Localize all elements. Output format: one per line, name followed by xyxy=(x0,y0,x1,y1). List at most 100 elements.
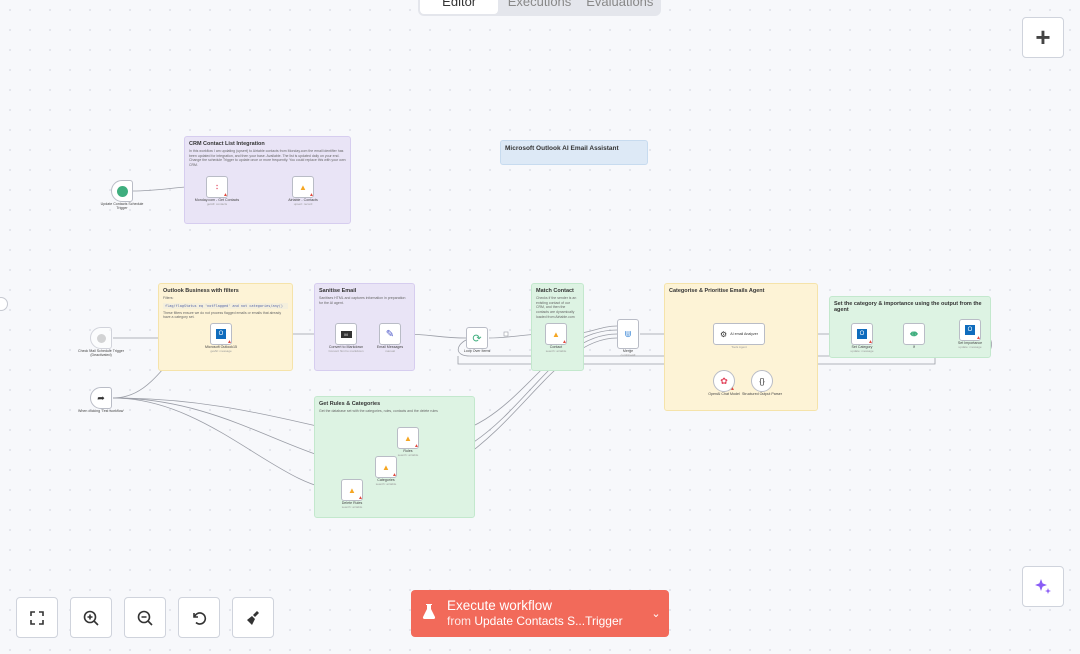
node-subtitle: manual xyxy=(385,349,395,354)
warning-icon: ▲ xyxy=(227,339,232,345)
node-merge[interactable]: ⋓ Merge combineAll xyxy=(617,319,653,357)
node-subtitle: search: airtable xyxy=(397,453,419,458)
zoom-out-button[interactable] xyxy=(124,597,166,638)
node-update-contacts[interactable]: Update Contacts Schedule Trigger xyxy=(101,180,147,211)
execute-trigger-name: Update Contacts S...Trigger xyxy=(474,614,623,628)
node-check-mail[interactable]: Check Mail Schedule Trigger (Deactivated… xyxy=(78,327,126,358)
node-openai-model[interactable]: ✿▲ OpenAI Chat Model xyxy=(708,370,749,396)
node-monday[interactable]: ∶▲ Monday.com - Get Contacts getAll: con… xyxy=(195,176,242,206)
airtable-icon: ▲ xyxy=(552,329,560,339)
node-airtable-contacts[interactable]: ▲▲ Airtable - Contacts upsert: record xyxy=(288,176,328,206)
node-label: Update Contacts Schedule Trigger xyxy=(100,202,144,211)
monday-icon: ∶ xyxy=(215,182,219,192)
sticky-text: Filters: xyxy=(163,296,174,300)
warning-icon: ▲ xyxy=(868,339,873,345)
node-label: Microsoft Outlook15 xyxy=(205,345,237,349)
execute-label: Execute workflow xyxy=(447,598,553,613)
sticky-title: Sanitise Email xyxy=(319,288,357,294)
add-connection-handle xyxy=(503,331,509,337)
execute-from-prefix: from xyxy=(447,614,475,628)
node-structured-parser[interactable]: {} Structured Output Parser xyxy=(742,370,787,396)
node-subtitle: Tools Agent xyxy=(731,345,747,349)
execute-workflow-button[interactable]: Execute workflow from Update Contacts S.… xyxy=(411,590,669,637)
execute-dropdown-toggle[interactable]: ⌄ xyxy=(643,590,669,637)
plus-icon: + xyxy=(1035,22,1051,52)
node-set-importance[interactable]: O▲ Set Importance update: message xyxy=(958,319,995,349)
node-convert-markdown[interactable]: M Convert to Markdown Convert html to ma… xyxy=(328,323,371,353)
sticky-text: Get the database set with the categories… xyxy=(319,409,438,413)
warning-icon: ▲ xyxy=(358,495,363,501)
node-label: Email Messages xyxy=(376,345,404,349)
node-if[interactable]: ⇼ If xyxy=(903,323,939,349)
broom-icon xyxy=(247,610,259,625)
airtable-icon: ▲ xyxy=(382,462,390,472)
node-loop-over-items[interactable]: ⟳ Loop Over Items xyxy=(464,327,502,353)
loop-icon: ⟳ xyxy=(472,332,482,345)
reset-zoom-button[interactable] xyxy=(178,597,220,638)
robot-icon: ⚙ xyxy=(720,329,728,339)
pencil-icon: ✎ xyxy=(385,328,395,340)
sticky-title: Categorise & Prioritise Emails Agent xyxy=(669,288,765,294)
sticky-match-contact[interactable]: Match Contact Checks if the sender is an… xyxy=(531,283,584,371)
tidy-up-button[interactable] xyxy=(232,597,274,638)
connection xyxy=(112,397,342,491)
sticky-title: Match Contact xyxy=(536,288,574,294)
node-categories[interactable]: ▲▲ Categories search: airtable xyxy=(375,456,411,486)
sparkle-icon xyxy=(1035,578,1051,594)
node-ai-agent[interactable]: ⚙ AI email Analyzer Tools Agent xyxy=(713,323,765,349)
zoom-in-icon xyxy=(83,610,99,626)
node-label: Structured Output Parser xyxy=(742,392,782,396)
workflow-title: Microsoft Outlook AI Email Assistant xyxy=(505,145,619,152)
node-subtitle: getAll: message xyxy=(210,349,232,354)
warning-icon: ▲ xyxy=(414,443,419,449)
view-tabs: Editor Executions Evaluations xyxy=(418,0,661,16)
node-label: Contact xyxy=(549,345,563,349)
node-email-messages[interactable]: ✎ Email Messages manual xyxy=(377,323,415,353)
node-label: Monday.com - Get Contacts xyxy=(194,198,240,202)
markdown-icon: M xyxy=(340,330,352,338)
node-microsoft-outlook[interactable]: O▲ Microsoft Outlook15 getAll: message xyxy=(205,323,246,353)
merge-icon: ⋓ xyxy=(624,328,632,339)
node-delete-rules[interactable]: ▲▲ Delete Rules search: airtable xyxy=(341,479,377,509)
node-label: If xyxy=(913,345,915,349)
airtable-icon: ▲ xyxy=(348,485,356,495)
zoom-to-fit-button[interactable] xyxy=(16,597,58,638)
tab-executions[interactable]: Executions xyxy=(507,0,572,9)
node-subtitle: upsert: record xyxy=(293,202,313,207)
node-subtitle: search: airtable xyxy=(545,349,567,354)
sticky-title: Set the category & importance using the … xyxy=(834,301,982,313)
cursor-icon: ➦ xyxy=(97,392,105,403)
airtable-icon: ▲ xyxy=(404,433,412,443)
warning-icon: ▲ xyxy=(976,335,981,341)
zoom-out-icon xyxy=(137,610,153,626)
node-rules[interactable]: ▲▲ Rules search: airtable xyxy=(397,427,433,457)
node-label: AI email Analyzer xyxy=(730,332,758,336)
warning-icon: ▲ xyxy=(392,472,397,478)
if-icon: ⇼ xyxy=(909,328,919,340)
outlook-icon: O xyxy=(965,325,975,335)
warning-icon: ▲ xyxy=(562,339,567,345)
add-node-button[interactable]: + xyxy=(1022,17,1064,58)
node-when-clicking[interactable]: ➦ When clicking 'Test workflow' xyxy=(78,387,126,413)
clock-icon xyxy=(96,333,106,343)
zoom-in-button[interactable] xyxy=(70,597,112,638)
sticky-text: Checks if the sender is an existing cont… xyxy=(536,296,577,319)
node-subtitle: Convert html to markdown xyxy=(328,349,364,354)
node-set-category[interactable]: O▲ Set Category update: message xyxy=(850,323,887,353)
ai-assistant-button[interactable] xyxy=(1022,566,1064,607)
airtable-icon: ▲ xyxy=(299,182,307,192)
node-contact[interactable]: ▲▲ Contact search: airtable xyxy=(545,323,581,353)
sticky-text: These filters ensure we do not process f… xyxy=(163,310,282,320)
warning-icon: ▲ xyxy=(730,386,735,392)
node-label: Delete Rules xyxy=(341,501,363,505)
outlook-icon: O xyxy=(216,329,226,339)
flask-icon xyxy=(411,603,447,624)
sticky-categorise-agent[interactable]: Categorise & Prioritise Emails Agent xyxy=(664,283,818,411)
tab-editor[interactable]: Editor xyxy=(420,0,499,14)
node-subtitle: combineAll xyxy=(620,353,636,358)
sticky-main-title[interactable]: Microsoft Outlook AI Email Assistant xyxy=(500,140,648,165)
node-label: OpenAI Chat Model xyxy=(708,392,740,396)
warning-icon: ▲ xyxy=(309,192,314,198)
tab-evaluations[interactable]: Evaluations xyxy=(586,0,654,9)
sticky-title: Get Rules & Categories xyxy=(319,401,381,407)
